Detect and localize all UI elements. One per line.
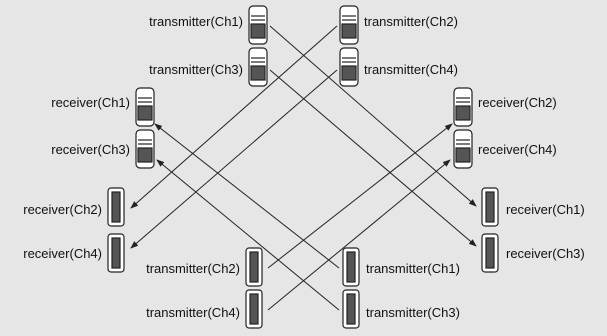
sensor-icon bbox=[248, 5, 268, 45]
label-transmitter-ch1-bottom: transmitter(Ch1) bbox=[366, 261, 460, 276]
label-transmitter-ch2-top: transmitter(Ch2) bbox=[364, 14, 458, 29]
label-transmitter-ch4-bottom: transmitter(Ch4) bbox=[146, 305, 240, 320]
flat-sensor-icon bbox=[481, 187, 499, 227]
beam-t3top-to-r3low bbox=[269, 69, 477, 247]
label-transmitter-ch3-bottom: transmitter(Ch3) bbox=[366, 305, 460, 320]
beam-t4bottom-to-r4right bbox=[267, 159, 451, 311]
beam-t1bottom-to-r1left bbox=[154, 123, 340, 269]
beam-t4top-to-r4low bbox=[130, 69, 338, 249]
label-transmitter-ch4-top: transmitter(Ch4) bbox=[364, 62, 458, 77]
sensor-icon bbox=[135, 87, 155, 127]
sensor-icon bbox=[339, 5, 359, 45]
label-receiver-ch4-right: receiver(Ch4) bbox=[478, 142, 557, 157]
label-transmitter-ch2-bottom: transmitter(Ch2) bbox=[146, 261, 240, 276]
flat-sensor-icon bbox=[481, 233, 499, 273]
flat-sensor-icon bbox=[342, 289, 360, 329]
sensor-icon bbox=[135, 129, 155, 169]
labels: transmitter(Ch1) transmitter(Ch2) transm… bbox=[23, 14, 585, 320]
low-sensors bbox=[107, 187, 499, 329]
label-transmitter-ch3-top: transmitter(Ch3) bbox=[149, 62, 243, 77]
label-receiver-ch3-low: receiver(Ch3) bbox=[506, 246, 585, 261]
label-receiver-ch2-right: receiver(Ch2) bbox=[478, 95, 557, 110]
beam-t1top-to-r1low bbox=[269, 25, 477, 207]
label-receiver-ch4-low: receiver(Ch4) bbox=[23, 246, 102, 261]
sensor-icon bbox=[453, 129, 473, 169]
flat-sensor-icon bbox=[245, 289, 263, 329]
label-transmitter-ch1-top: transmitter(Ch1) bbox=[149, 14, 243, 29]
label-receiver-ch1-left: receiver(Ch1) bbox=[51, 95, 130, 110]
label-receiver-ch1-low: receiver(Ch1) bbox=[506, 202, 585, 217]
label-receiver-ch2-low: receiver(Ch2) bbox=[23, 202, 102, 217]
beam-lines bbox=[130, 25, 477, 311]
top-sensors bbox=[135, 5, 473, 169]
flat-sensor-icon bbox=[342, 247, 360, 287]
sensor-icon bbox=[248, 47, 268, 87]
beam-t2top-to-r2low bbox=[130, 25, 338, 209]
flat-sensor-icon bbox=[107, 233, 125, 273]
beam-t3bottom-to-r3left bbox=[156, 159, 340, 311]
beam-t2bottom-to-r2right bbox=[267, 123, 453, 269]
sensor-icon bbox=[453, 87, 473, 127]
flat-sensor-icon bbox=[107, 187, 125, 227]
label-receiver-ch3-left: receiver(Ch3) bbox=[51, 142, 130, 157]
sensor-icon bbox=[339, 47, 359, 87]
flat-sensor-icon bbox=[245, 247, 263, 287]
